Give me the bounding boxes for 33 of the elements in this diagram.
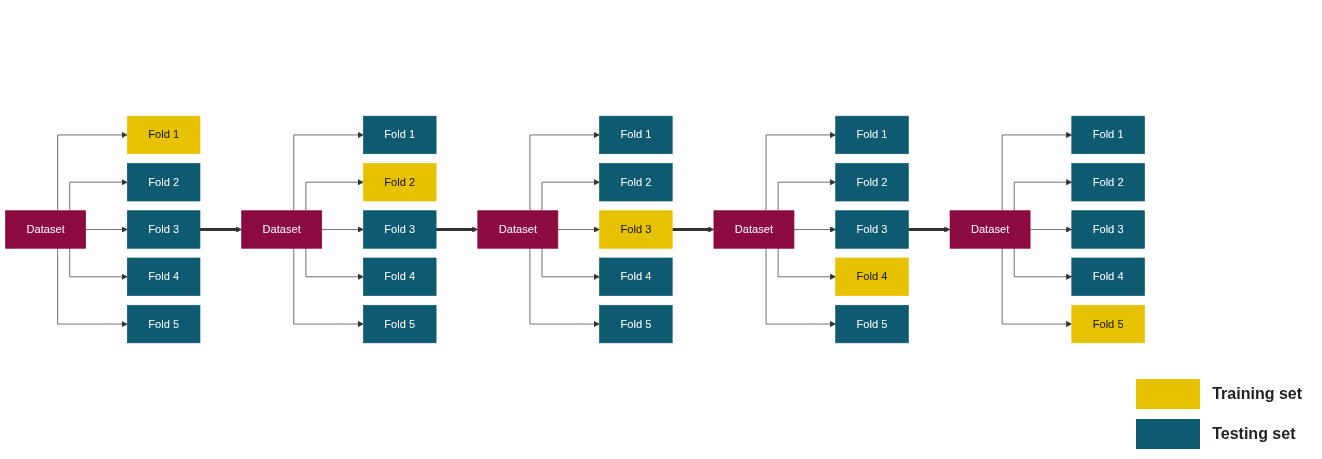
node-box: Dataset: [949, 210, 1031, 249]
node-box: Fold 3: [127, 210, 201, 249]
node-box: Fold 5: [363, 304, 437, 344]
node-box: Fold 4: [127, 257, 201, 296]
node-box: Fold 1: [363, 115, 437, 155]
node-box: Dataset: [5, 210, 86, 249]
node-box: Fold 2: [127, 163, 201, 202]
node-box: Fold 5: [835, 304, 909, 344]
node-box: Fold 3: [363, 210, 437, 249]
node-box: Fold 1: [835, 115, 909, 155]
node-box: Dataset: [713, 210, 795, 249]
node-box: Fold 2: [363, 163, 437, 202]
node-box: Fold 2: [1071, 163, 1145, 202]
node-box: Fold 1: [127, 115, 201, 155]
node-box: Fold 2: [599, 163, 673, 202]
legend-label: Training set: [1212, 385, 1302, 403]
node-box: Fold 5: [1071, 304, 1145, 344]
node-box: Fold 5: [127, 304, 201, 344]
node-box: Fold 4: [1071, 257, 1145, 296]
node-box: Fold 5: [599, 304, 673, 344]
node-box: Fold 1: [1071, 115, 1145, 155]
legend-label: Testing set: [1212, 425, 1296, 443]
node-box: Fold 4: [363, 257, 437, 296]
node-box: Fold 4: [599, 257, 673, 296]
node-box: Fold 3: [1071, 210, 1145, 249]
arrow: [198, 226, 242, 233]
node-box: Fold 4: [835, 257, 909, 296]
node-box: Fold 3: [835, 210, 909, 249]
node-box: Dataset: [477, 210, 559, 249]
node-box: Fold 1: [599, 115, 673, 155]
node-box: Fold 3: [599, 210, 673, 249]
node-box: Dataset: [241, 210, 323, 249]
node-box: Fold 2: [835, 163, 909, 202]
